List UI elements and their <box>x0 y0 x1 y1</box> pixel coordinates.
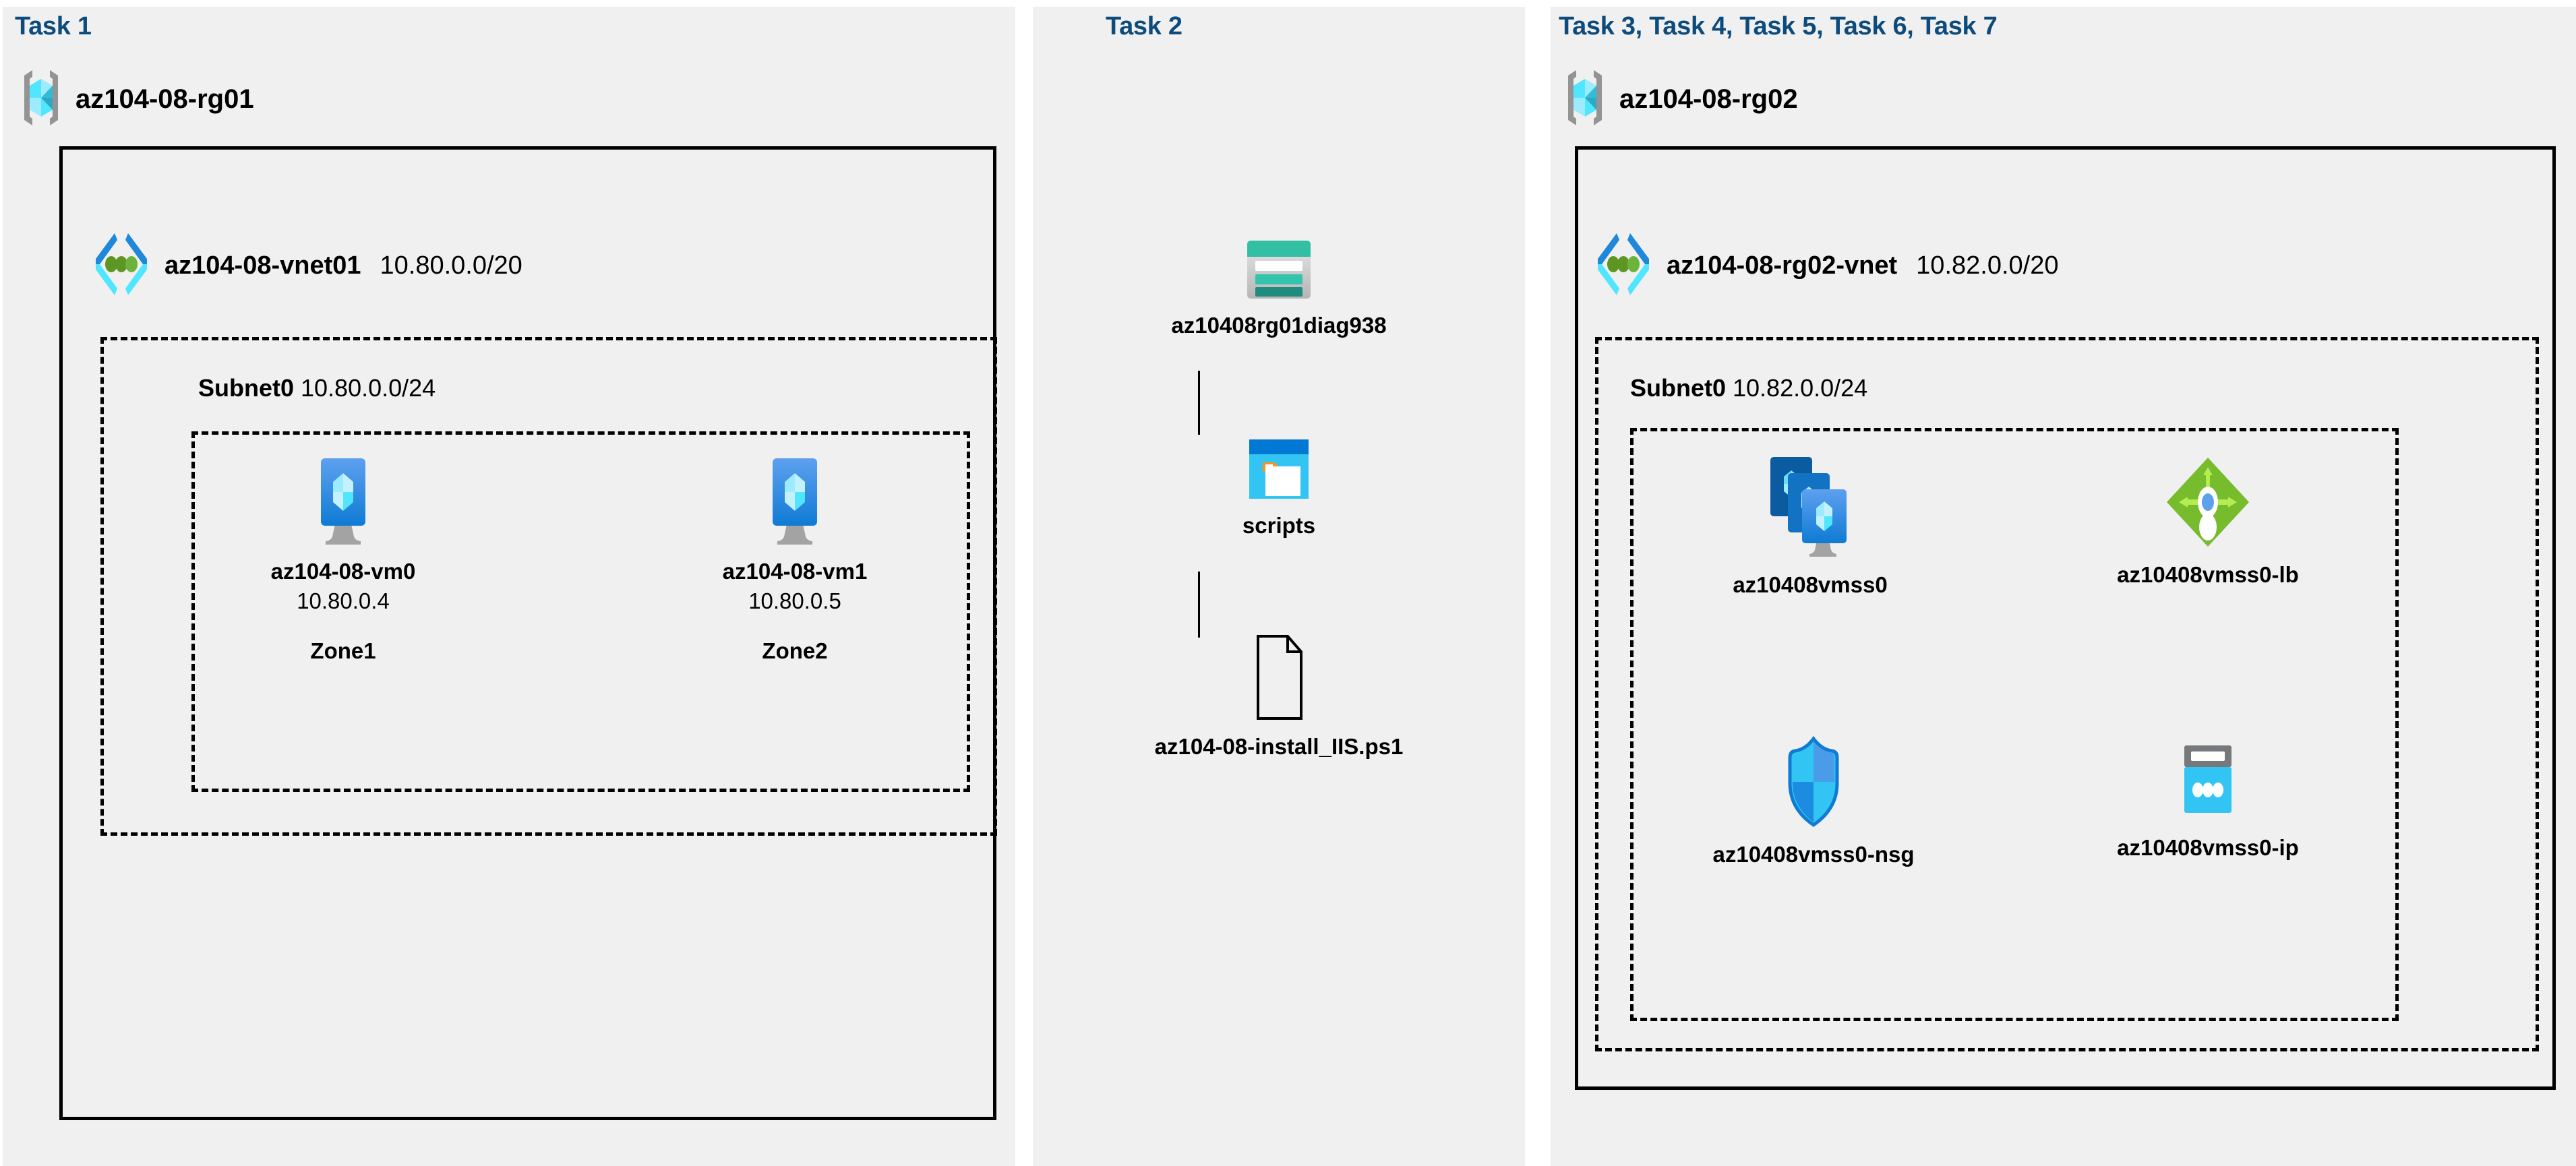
node-public-ip[interactable]: az10408vmss0-ip <box>2073 741 2343 861</box>
task-label-2: Task 2 <box>1106 12 1182 40</box>
node-nsg[interactable]: az10408vmss0-nsg <box>1672 735 1955 867</box>
node-ip: 10.80.0.5 <box>748 588 841 613</box>
public-ip-address-icon <box>2174 741 2242 826</box>
connector-storage-to-container <box>1198 371 1200 435</box>
vnet-cidr: 10.82.0.0/20 <box>1916 251 2059 280</box>
file-icon <box>1249 634 1309 725</box>
connector-container-to-file <box>1198 572 1200 638</box>
node-label: az104-08-vm1 <box>722 559 868 584</box>
panel-task-2: Task 2 az10408rg01diag938 <box>1033 7 1525 1166</box>
virtual-network-icon <box>1592 229 1654 303</box>
resource-group-icon <box>18 67 65 131</box>
node-label: az10408rg01diag938 <box>1171 313 1387 338</box>
node-load-balancer[interactable]: az10408vmss0-lb <box>2063 455 2353 588</box>
node-storage-account[interactable]: az10408rg01diag938 <box>1070 239 1488 338</box>
vnet-name: az104-08-vnet01 <box>164 251 361 280</box>
node-label: scripts <box>1242 513 1316 538</box>
task-label-1: Task 1 <box>15 12 92 40</box>
node-label: az104-08-install_IIS.ps1 <box>1154 734 1404 759</box>
subnet-resources-box <box>1630 428 2399 1021</box>
availability-zone-group-box <box>191 431 970 792</box>
node-label: az10408vmss0-lb <box>2117 562 2299 587</box>
load-balancer-icon <box>2164 455 2252 553</box>
subnet-cidr: 10.82.0.0/24 <box>1733 374 1868 402</box>
task-label-3: Task 3, Task 4, Task 5, Task 6, Task 7 <box>1559 12 1998 40</box>
node-vm0[interactable]: az104-08-vm0 10.80.0.4 Zone1 <box>225 452 461 664</box>
node-zone: Zone1 <box>310 638 376 663</box>
panel-task-3-7: Task 3, Task 4, Task 5, Task 6, Task 7 a… <box>1551 7 2576 1166</box>
node-vmss[interactable]: az10408vmss0 <box>1685 452 1935 598</box>
vnet-name: az104-08-rg02-vnet <box>1667 251 1898 280</box>
storage-account-icon <box>1246 239 1312 303</box>
node-blob-container[interactable]: scripts <box>1070 438 1488 539</box>
vnet-box-rg02-vnet <box>1575 146 2556 1090</box>
virtual-network-icon <box>90 229 152 303</box>
resource-group-header-rg02: az104-08-rg02 <box>1561 67 1798 131</box>
virtual-machine-icon <box>303 452 384 549</box>
subnet-name: Subnet0 <box>198 374 295 402</box>
blob-container-icon <box>1248 438 1310 503</box>
node-zone: Zone2 <box>762 638 828 663</box>
node-label: az104-08-vm0 <box>270 559 416 584</box>
resource-group-icon <box>1561 67 1609 131</box>
subnet-cidr: 10.80.0.0/24 <box>301 374 436 402</box>
subnet-name: Subnet0 <box>1630 374 1727 402</box>
vm-scale-set-icon <box>1760 452 1861 563</box>
node-label: az10408vmss0 <box>1733 572 1888 597</box>
subnet-box-subnet0 <box>1595 337 2539 1051</box>
network-security-group-icon <box>1776 735 1851 832</box>
vnet-cidr: 10.80.0.0/20 <box>380 251 522 280</box>
node-label: az10408vmss0-ip <box>2117 835 2299 860</box>
resource-group-name: az104-08-rg02 <box>1619 84 1798 114</box>
node-ip: 10.80.0.4 <box>297 588 390 613</box>
resource-group-header-rg01: az104-08-rg01 <box>18 67 254 131</box>
vnet-header-vnet01: az104-08-vnet01 10.80.0.0/20 <box>90 229 522 303</box>
node-vm1[interactable]: az104-08-vm1 10.80.0.5 Zone2 <box>677 452 913 664</box>
node-label: az10408vmss0-nsg <box>1712 842 1915 867</box>
panel-task-1: Task 1 az104-08-rg01 <box>3 7 1015 1166</box>
vnet-header-rg02-vnet: az104-08-rg02-vnet 10.82.0.0/20 <box>1592 229 2058 303</box>
node-ps1-file[interactable]: az104-08-install_IIS.ps1 <box>1070 634 1488 760</box>
subnet-box-subnet0 <box>100 337 997 836</box>
resource-group-name: az104-08-rg01 <box>76 84 254 114</box>
virtual-machine-icon <box>754 452 835 549</box>
